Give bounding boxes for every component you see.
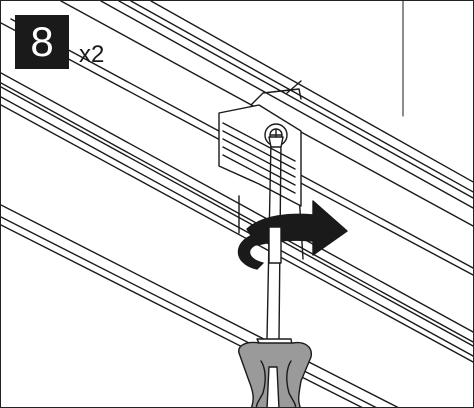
mounting-bracket (218, 80, 302, 207)
screwdriver-shaft-front (268, 226, 282, 264)
wall-lines (402, 1, 404, 117)
step-number-badge: 8 (15, 15, 69, 69)
screwdriver-handle (238, 338, 312, 407)
lower-rail (1, 72, 473, 407)
quantity-label: x2 (79, 41, 105, 68)
clockwise-rotation-arrow-icon (237, 200, 348, 270)
